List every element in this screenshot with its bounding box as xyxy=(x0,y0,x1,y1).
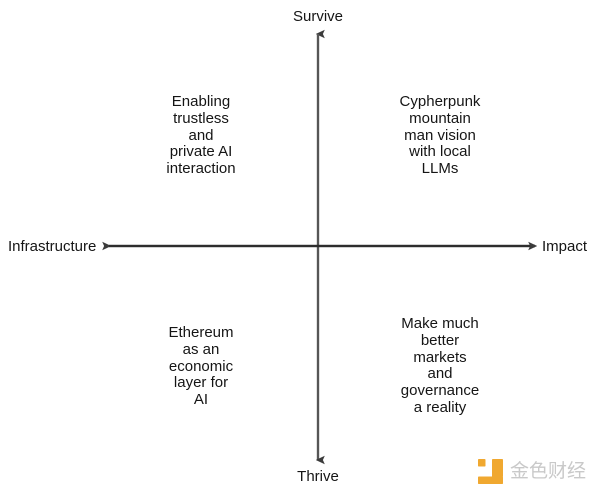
watermark-text: 金色财经 xyxy=(510,459,587,482)
logo-bar-right xyxy=(492,458,503,477)
quadrant-label-bottom-right: Make much better markets and governance … xyxy=(400,315,480,416)
axis-label-infrastructure: Infrastructure xyxy=(8,238,97,255)
axis-label-impact: Impact xyxy=(542,238,588,255)
watermark: 金色财经 xyxy=(478,452,596,490)
axis-label-survive: Survive xyxy=(292,8,344,25)
quadrant-label-top-left: Enabling trustless and private AI intera… xyxy=(166,93,236,178)
logo-bar-bottom xyxy=(478,476,503,484)
axis-label-thrive: Thrive xyxy=(297,468,339,485)
logo-square-topleft xyxy=(478,458,486,466)
jinse-logo-icon xyxy=(478,458,503,484)
quadrant-label-bottom-left: Ethereum as an economic layer for AI xyxy=(168,324,234,409)
quadrant-label-top-right: Cypherpunk mountain man vision with loca… xyxy=(399,93,481,178)
